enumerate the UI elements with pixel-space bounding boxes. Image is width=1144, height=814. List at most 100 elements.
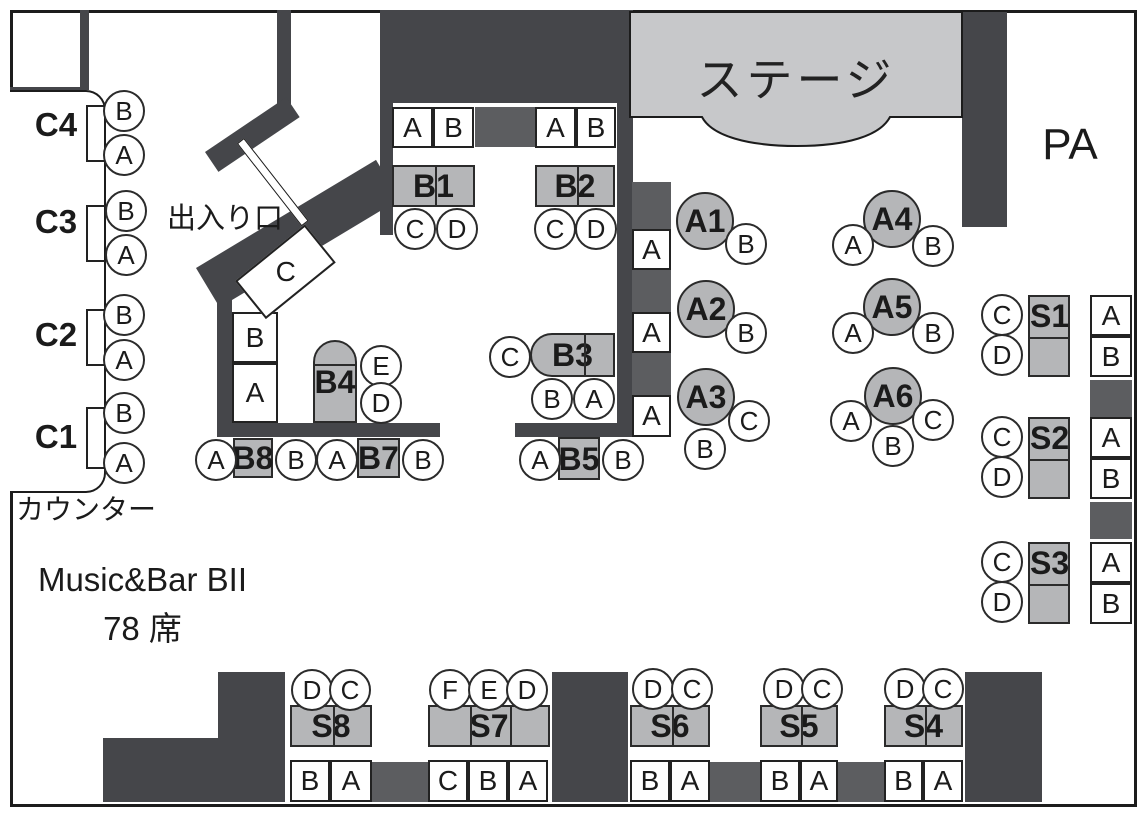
table-S5[interactable]: S5 — [760, 705, 838, 747]
seat-B3-A[interactable]: A — [573, 378, 615, 420]
seat-S5-B[interactable]: B — [760, 760, 800, 802]
seat-C4-A[interactable]: A — [103, 134, 145, 176]
seat-A3-A[interactable]: A — [632, 395, 671, 437]
table-B7[interactable]: B7 — [357, 438, 400, 478]
seat-S8-D[interactable]: D — [291, 669, 333, 711]
seat-S1-D[interactable]: D — [981, 334, 1023, 376]
seat-S5-D[interactable]: D — [763, 668, 805, 710]
seat-S5-C[interactable]: C — [801, 668, 843, 710]
seat-S2-A[interactable]: A — [1090, 417, 1132, 458]
seat-A6-B[interactable]: B — [872, 425, 914, 467]
seat-S6-A[interactable]: A — [670, 760, 710, 802]
table-B5[interactable]: B5 — [558, 437, 600, 480]
seat-C2-B[interactable]: B — [103, 294, 145, 336]
table-divider — [315, 364, 355, 366]
table-label: S2 — [1030, 420, 1070, 456]
seat-B4-A[interactable]: A — [232, 363, 278, 423]
seat-B5-A[interactable]: A — [519, 439, 561, 481]
seat-S1-C[interactable]: C — [981, 294, 1023, 336]
table-B3[interactable]: B3 — [530, 333, 615, 377]
seat-C4-B[interactable]: B — [103, 90, 145, 132]
seat-A4-B[interactable]: B — [912, 225, 954, 267]
seat-S2-B[interactable]: B — [1090, 458, 1132, 499]
seat-S8-B[interactable]: B — [290, 760, 330, 802]
seat-B1-A[interactable]: A — [392, 107, 433, 148]
seat-S4-B[interactable]: B — [884, 760, 923, 802]
seat-B2-B[interactable]: B — [576, 107, 616, 148]
table-A4[interactable]: A4 — [863, 190, 921, 248]
seat-S1-A[interactable]: A — [1090, 295, 1132, 336]
counter-top — [10, 90, 106, 493]
seat-B8-B[interactable]: B — [275, 439, 317, 481]
seat-S3-D[interactable]: D — [981, 581, 1023, 623]
seat-C3-A[interactable]: A — [105, 234, 147, 276]
seat-S7-F[interactable]: F — [429, 669, 471, 711]
seat-B1-B[interactable]: B — [433, 107, 474, 148]
seat-C2-A[interactable]: A — [103, 339, 145, 381]
seat-C3-B[interactable]: B — [105, 190, 147, 232]
table-A1[interactable]: A1 — [676, 192, 734, 250]
table-S4[interactable]: S4 — [884, 705, 963, 747]
seat-S8-C[interactable]: C — [329, 669, 371, 711]
seat-A3-C[interactable]: C — [728, 400, 770, 442]
seat-B3-B[interactable]: B — [531, 378, 573, 420]
seat-S4-D[interactable]: D — [884, 668, 926, 710]
table-S7[interactable]: S7 — [428, 705, 550, 747]
seat-A6-C[interactable]: C — [912, 399, 954, 441]
seat-B2-C[interactable]: C — [534, 208, 576, 250]
table-A3[interactable]: A3 — [677, 368, 735, 426]
seat-B8-A[interactable]: A — [195, 439, 237, 481]
seat-S7-A[interactable]: A — [508, 760, 548, 802]
table-B1[interactable]: B1 — [392, 165, 475, 207]
seat-C1-B[interactable]: B — [103, 392, 145, 434]
seat-S7-E[interactable]: E — [468, 669, 510, 711]
table-S6[interactable]: S6 — [630, 705, 710, 747]
seat-S5-A[interactable]: A — [800, 760, 838, 802]
seat-S6-C[interactable]: C — [671, 668, 713, 710]
seat-A1-B[interactable]: B — [725, 223, 767, 265]
table-S3[interactable]: S3 — [1028, 542, 1070, 624]
table-S2[interactable]: S2 — [1028, 417, 1070, 499]
seat-S3-C[interactable]: C — [981, 541, 1023, 583]
wall-segment — [10, 87, 82, 90]
table-B8[interactable]: B8 — [233, 438, 273, 478]
seat-S7-B[interactable]: B — [468, 760, 508, 802]
seat-B4-B[interactable]: B — [232, 312, 278, 363]
seat-B1-C[interactable]: C — [394, 208, 436, 250]
seat-S6-B[interactable]: B — [630, 760, 670, 802]
seat-A4-A[interactable]: A — [832, 224, 874, 266]
seat-A3-B[interactable]: B — [684, 428, 726, 470]
seat-S6-D[interactable]: D — [632, 668, 674, 710]
seat-C1-A[interactable]: A — [103, 442, 145, 484]
table-S8[interactable]: S8 — [290, 705, 372, 747]
seat-B7-B[interactable]: B — [402, 439, 444, 481]
seat-B3-C[interactable]: C — [489, 336, 531, 378]
seat-A5-A[interactable]: A — [832, 312, 874, 354]
seat-S4-C[interactable]: C — [922, 668, 964, 710]
seat-A6-A[interactable]: A — [830, 400, 872, 442]
seat-S4-A[interactable]: A — [923, 760, 963, 802]
seat-S3-B[interactable]: B — [1090, 583, 1132, 624]
seat-S1-B[interactable]: B — [1090, 336, 1132, 377]
seat-A2-B[interactable]: B — [725, 312, 767, 354]
seat-S3-A[interactable]: A — [1090, 542, 1132, 583]
seat-B2-A[interactable]: A — [535, 107, 576, 148]
seat-A2-A[interactable]: A — [632, 312, 671, 353]
seat-B5-B[interactable]: B — [602, 439, 644, 481]
table-S1[interactable]: S1 — [1028, 295, 1070, 377]
seat-S2-C[interactable]: C — [981, 416, 1023, 458]
seat-S7-C[interactable]: C — [428, 760, 468, 802]
seat-B4-E[interactable]: E — [360, 345, 402, 387]
seat-S2-D[interactable]: D — [981, 456, 1023, 498]
seat-B7-A[interactable]: A — [316, 439, 358, 481]
seat-S8-A[interactable]: A — [330, 760, 372, 802]
table-B4[interactable]: B4 — [313, 340, 357, 423]
table-label: B1 — [413, 168, 454, 204]
seat-A1-A[interactable]: A — [632, 229, 671, 270]
seat-B4-D[interactable]: D — [360, 382, 402, 424]
seat-S7-D[interactable]: D — [506, 669, 548, 711]
seat-B1-D[interactable]: D — [436, 208, 478, 250]
seat-A5-B[interactable]: B — [912, 312, 954, 354]
table-B2[interactable]: B2 — [535, 165, 615, 207]
seat-B2-D[interactable]: D — [575, 208, 617, 250]
